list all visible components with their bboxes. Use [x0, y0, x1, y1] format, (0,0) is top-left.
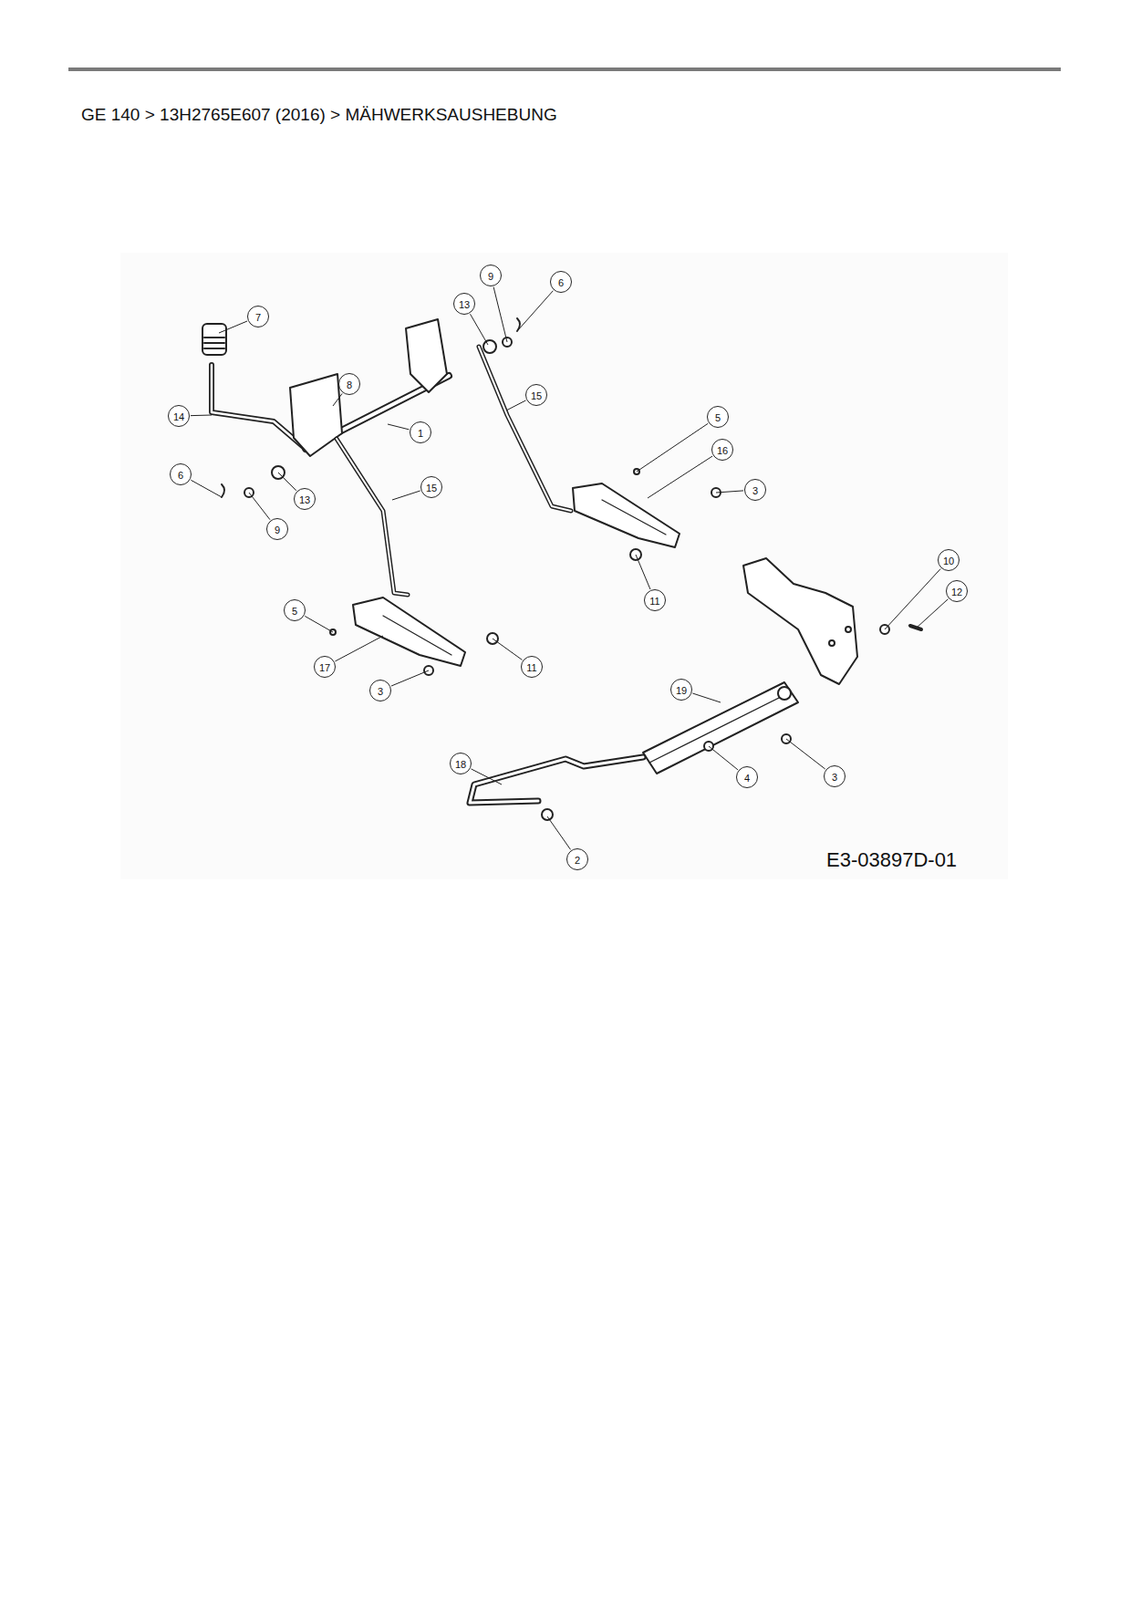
callout-number: 13	[453, 292, 476, 315]
callout-number: 8	[338, 373, 361, 395]
leader-line	[249, 492, 270, 520]
callout-number: 17	[313, 655, 336, 678]
leader-line	[884, 569, 941, 630]
callout-number: 11	[643, 589, 666, 612]
leader-line	[391, 670, 429, 686]
leader-line	[786, 738, 826, 769]
callout-number: 19	[670, 678, 693, 701]
leader-line	[471, 768, 502, 785]
callout-number: 2	[566, 848, 589, 871]
leader-line	[304, 615, 333, 633]
callout-number: 3	[369, 679, 392, 702]
leader-line	[334, 635, 384, 662]
leader-line	[547, 816, 571, 850]
callout-number: 6	[549, 270, 572, 293]
leader-line	[647, 456, 713, 499]
leader-line	[387, 424, 409, 430]
header-rule	[68, 67, 1061, 72]
callout-number: 18	[449, 752, 472, 775]
leader-line	[392, 490, 421, 500]
callout-number: 9	[266, 518, 289, 540]
callout-number: 10	[937, 549, 960, 571]
leader-line	[190, 479, 222, 498]
leader-line	[493, 287, 508, 343]
leader-line	[708, 746, 738, 770]
callout-number: 1	[409, 421, 432, 444]
callout-number: 4	[736, 766, 758, 789]
leader-line	[715, 490, 744, 493]
leader-line	[517, 290, 553, 332]
callout-number: 3	[823, 765, 846, 788]
callout-number: 14	[167, 404, 190, 427]
callout-number: 15	[525, 383, 548, 406]
callout-number: 11	[520, 655, 543, 678]
callout-number: 12	[945, 580, 968, 602]
callout-number: 16	[711, 438, 734, 461]
callout-number: 5	[283, 599, 306, 622]
leader-line	[278, 472, 297, 491]
callout-number: 6	[169, 463, 192, 486]
callout-number: 9	[479, 264, 502, 287]
leader-line	[692, 693, 721, 703]
leader-line	[332, 393, 343, 406]
breadcrumb-title: GE 140 > 13H2765E607 (2016) > MÄHWERKSAU…	[81, 104, 558, 125]
callout-number: 15	[420, 476, 443, 499]
leader-line	[190, 415, 212, 417]
leader-line	[635, 554, 651, 590]
callout-number: 7	[247, 305, 270, 328]
leader-line	[636, 423, 708, 472]
leader-line	[218, 321, 248, 333]
leader-line	[492, 638, 522, 660]
callout-number: 5	[706, 405, 729, 428]
leader-line	[506, 400, 526, 411]
leader-line	[916, 599, 948, 628]
callout-number: 13	[293, 487, 316, 510]
drawing-number: E3-03897D-01	[826, 848, 957, 872]
leader-line	[470, 313, 488, 345]
callout-number: 3	[744, 478, 767, 501]
